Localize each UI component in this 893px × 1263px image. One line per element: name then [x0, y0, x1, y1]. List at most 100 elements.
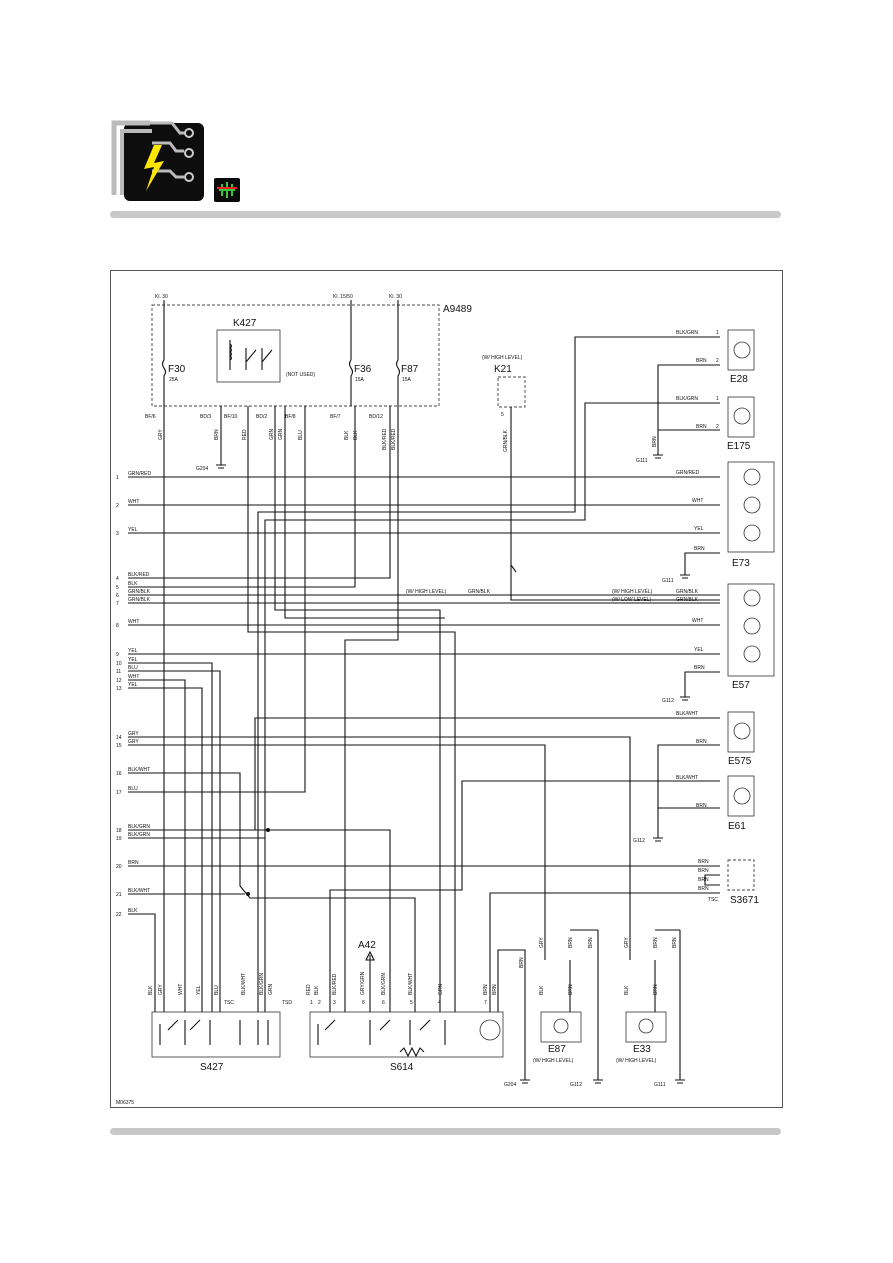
e61-label: E61	[728, 821, 746, 832]
e73-wire-2: WHT	[692, 498, 703, 504]
left-pin-number-4: 4	[116, 576, 119, 582]
wire-gry-label: GRY	[158, 429, 164, 440]
kl30-right-label: Kl. 30	[389, 294, 402, 300]
left-pin-number-10: 10	[116, 661, 122, 667]
left-pin-number-2: 2	[116, 503, 119, 509]
s614-pin-3: 3	[333, 1000, 336, 1006]
e28-wire-2: BRN	[696, 358, 707, 364]
s427-tsc: TSC	[224, 1000, 234, 1006]
e57-wire-5: BRN	[694, 665, 705, 671]
g111-label-2: G111	[662, 578, 674, 584]
document-code: M06375	[116, 1100, 134, 1106]
g204-label-bottom: G204	[504, 1082, 516, 1088]
header-rule	[110, 211, 781, 218]
s3671-wire-4: BRN	[698, 886, 709, 892]
e33-wire-brn-2: BRN	[672, 937, 678, 948]
e575-wire-2: BRN	[696, 739, 707, 745]
s3671-wire-2: BRN	[698, 868, 709, 874]
left-pin-color-7: GRN/BLK	[128, 597, 151, 603]
s3671-wire-3: BRN	[698, 877, 709, 883]
fuse-f30-rating: 25A	[169, 377, 179, 383]
e87-wire-brn-2: BRN	[588, 937, 594, 948]
g112-label-1: G112	[662, 698, 674, 704]
s614-pin-1: 1	[310, 1000, 313, 1006]
left-pin-number-15: 15	[116, 743, 122, 749]
circuit-chip-icon	[214, 178, 240, 202]
left-pin-color-3: YEL	[128, 527, 138, 533]
left-pin-color-16: BLK/WHT	[128, 767, 150, 773]
s427-wire-gry: GRY	[158, 984, 164, 995]
e33-label: E33	[633, 1044, 651, 1055]
fuse-f87	[395, 305, 401, 406]
pin-bf7: BF/7	[330, 414, 341, 420]
s3671-module	[727, 859, 755, 891]
e73-wire-4: BRN	[694, 546, 705, 552]
footer-rule	[110, 1128, 781, 1135]
e73-label: E73	[732, 558, 750, 569]
left-pin-number-20: 20	[116, 864, 122, 870]
k21-note: (W/ HIGH LEVEL)	[482, 355, 523, 361]
s614-wire-brn-1: BRN	[483, 984, 489, 995]
left-pin-number-6: 6	[116, 593, 119, 599]
left-pin-number-22: 22	[116, 912, 122, 918]
e87-label: E87	[548, 1044, 566, 1055]
left-pin-color-6: GRN/BLK	[128, 589, 151, 595]
fuse-f36-name: F36	[354, 364, 372, 375]
left-pin-number-8: 8	[116, 623, 119, 629]
e175-wire-2: BRN	[696, 424, 707, 430]
left-pin-number-19: 19	[116, 836, 122, 842]
fuse-f36	[348, 305, 354, 406]
a42-label: A42	[358, 940, 376, 951]
s614-tsd: TSD	[282, 1000, 292, 1006]
s614-pin-5: 5	[410, 1000, 413, 1006]
e87-wire-brn-3: BRN	[568, 984, 574, 995]
s614-lamp	[479, 1019, 501, 1041]
left-pin-color-21: BLK/WHT	[128, 888, 150, 894]
s614-pin-8: 8	[362, 1000, 365, 1006]
e57-wire-4: YEL	[694, 647, 704, 653]
wire-grn-label-2: GRN	[278, 429, 284, 441]
s427-label: S427	[200, 1062, 224, 1073]
left-pin-number-7: 7	[116, 601, 119, 607]
e33-wire-brn-1: BRN	[653, 937, 659, 948]
s614-switch	[309, 1011, 504, 1058]
e87-wire-blk: BLK	[539, 985, 545, 995]
g111-label-1: G111	[636, 458, 648, 464]
diagram-frame	[110, 270, 783, 1108]
s614-wire-blk: BLK	[314, 985, 320, 995]
k427-relay-symbol	[229, 340, 273, 370]
k427-relay	[216, 329, 281, 383]
s614-pin-7: 7	[484, 1000, 487, 1006]
s3671-label: S3671	[730, 895, 759, 906]
fuse-f87-rating: 15A	[402, 377, 412, 383]
g204-brn-label: BRN	[519, 957, 525, 968]
s614-wire-red: RED	[306, 984, 312, 995]
wire-blk-label-1: BLK	[344, 430, 350, 440]
g112-label-2: G112	[633, 838, 645, 844]
e575-wire-1: BLK/WHT	[676, 711, 698, 717]
left-pin-color-11: BLU	[128, 665, 138, 671]
e33-wire-gry: GRY	[624, 937, 630, 948]
grnblk-note: GRN/BLK	[468, 589, 491, 595]
fuse-f30-name: F30	[168, 364, 186, 375]
k21-label: K21	[494, 364, 512, 375]
left-pin-number-12: 12	[116, 678, 122, 684]
wire-red-label: RED	[242, 429, 248, 440]
s614-wire-blkwht: BLK/WHT	[408, 973, 414, 995]
s3671-tsc: TSC	[708, 897, 718, 903]
k21-pin-5: 5	[501, 412, 504, 418]
left-pin-number-11: 11	[116, 669, 121, 675]
s427-wire-wht: WHT	[178, 984, 184, 995]
wire-blu-label: BLU	[298, 430, 304, 440]
e175-label: E175	[727, 441, 751, 452]
wire-grnblk-k21-label: GRN/BLK	[503, 429, 509, 452]
g112-label-3: G112	[570, 1082, 582, 1088]
s427-wire-blkwht: BLK/WHT	[241, 973, 247, 995]
kl1550-label: Kl. 15/50	[333, 294, 353, 300]
k21-wire	[510, 407, 720, 601]
wire-blkred-label-1: BLK/RED	[382, 428, 388, 450]
fuse-f87-name: F87	[401, 364, 419, 375]
wiring-diagram-logo-icon	[110, 115, 206, 201]
pin-bd2: BD/2	[256, 414, 267, 420]
